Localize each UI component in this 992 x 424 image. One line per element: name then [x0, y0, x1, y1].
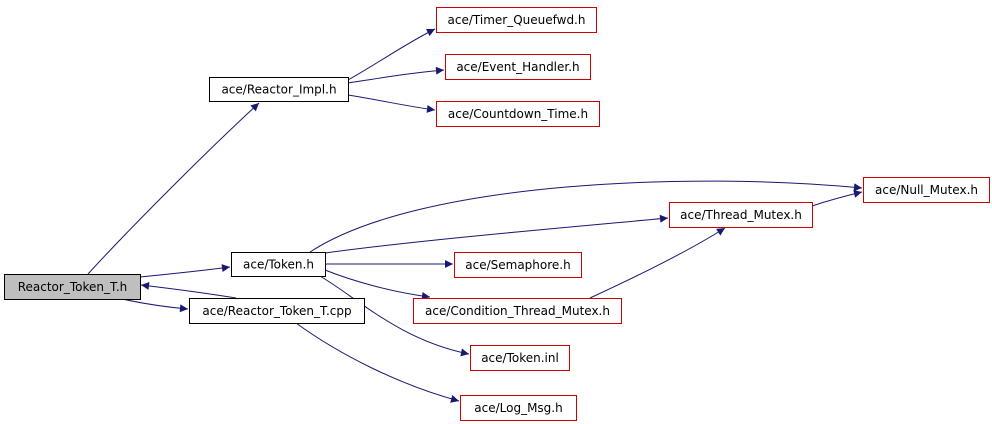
node-label-token_inl: ace/Token.inl — [481, 351, 559, 365]
edge-reactor_token_t_h-to-token_h — [139, 264, 231, 278]
edge-token_h-to-token_inl — [319, 275, 470, 357]
edge-reactor_impl_h-to-countdown_time_h — [347, 94, 436, 113]
node-label-event_handler_h: ace/Event_Handler.h — [456, 60, 579, 74]
node-token_inl[interactable]: ace/Token.inl — [470, 345, 570, 371]
node-box-semaphore_h — [454, 252, 582, 278]
edge-reactor_token_t_h-to-reactor_token_t_cpp — [121, 298, 189, 313]
node-condition_thread_mutex_h[interactable]: ace/Condition_Thread_Mutex.h — [413, 298, 622, 324]
node-label-reactor_token_t_cpp: ace/Reactor_Token_T.cpp — [202, 304, 351, 318]
edge-reactor_token_t_cpp-to-log_msg_h — [295, 322, 460, 403]
node-label-reactor_token_t_h: Reactor_Token_T.h — [18, 280, 128, 294]
node-token_h[interactable]: ace/Token.h — [231, 252, 326, 277]
node-label-null_mutex_h: ace/Null_Mutex.h — [875, 183, 978, 197]
edge-token_h-to-condition_thread_mutex_h — [324, 269, 431, 300]
node-reactor_token_t_cpp[interactable]: ace/Reactor_Token_T.cpp — [189, 298, 365, 324]
node-label-countdown_time_h: ace/Countdown_Time.h — [448, 107, 588, 121]
edges-layer — [87, 28, 863, 403]
edge-token_h-to-null_mutex_h — [309, 180, 863, 253]
node-thread_mutex_h[interactable]: ace/Thread_Mutex.h — [669, 202, 813, 228]
node-box-timer_queuefwd_h — [436, 7, 597, 33]
edge-reactor_token_t_h-to-reactor_impl_h — [87, 102, 260, 275]
edge-condition_thread_mutex_h-to-thread_mutex_h — [589, 227, 726, 299]
node-label-reactor_impl_h: ace/Reactor_Impl.h — [221, 83, 336, 97]
node-box-null_mutex_h — [863, 177, 990, 203]
node-event_handler_h[interactable]: ace/Event_Handler.h — [445, 54, 591, 80]
node-box-thread_mutex_h — [669, 202, 813, 228]
node-reactor_token_t_h: Reactor_Token_T.h — [4, 274, 141, 300]
edge-reactor_impl_h-to-event_handler_h — [347, 66, 445, 84]
node-label-timer_queuefwd_h: ace/Timer_Queuefwd.h — [448, 13, 586, 27]
node-box-countdown_time_h — [436, 101, 600, 127]
node-label-semaphore_h: ace/Semaphore.h — [465, 258, 570, 272]
node-semaphore_h[interactable]: ace/Semaphore.h — [454, 252, 582, 278]
node-box-token_inl — [470, 345, 570, 371]
node-log_msg_h[interactable]: ace/Log_Msg.h — [460, 395, 577, 421]
nodes-layer: Reactor_Token_T.h ace/Reactor_Impl.h ace/T… — [4, 7, 990, 421]
edge-token_h-to-thread_mutex_h — [324, 214, 669, 254]
node-box-token_h — [231, 252, 326, 277]
edge-thread_mutex_h-to-null_mutex_h — [811, 189, 863, 207]
node-box-event_handler_h — [445, 54, 591, 80]
edge-reactor_impl_h-to-timer_queuefwd_h — [347, 28, 436, 81]
node-box-condition_thread_mutex_h — [413, 298, 622, 324]
node-label-condition_thread_mutex_h: ace/Condition_Thread_Mutex.h — [425, 304, 610, 318]
edge-reactor_token_t_cpp-to-reactor_token_t_h — [140, 281, 237, 299]
node-box-reactor_impl_h — [209, 77, 349, 102]
node-box-log_msg_h — [460, 395, 577, 421]
node-countdown_time_h[interactable]: ace/Countdown_Time.h — [436, 101, 600, 127]
node-box-reactor_token_t_h — [4, 274, 141, 300]
node-box-reactor_token_t_cpp — [189, 298, 365, 324]
node-label-log_msg_h: ace/Log_Msg.h — [474, 401, 562, 415]
node-null_mutex_h[interactable]: ace/Null_Mutex.h — [863, 177, 990, 203]
node-label-token_h: ace/Token.h — [243, 258, 314, 272]
node-timer_queuefwd_h[interactable]: ace/Timer_Queuefwd.h — [436, 7, 597, 33]
node-label-thread_mutex_h: ace/Thread_Mutex.h — [680, 208, 802, 222]
node-reactor_impl_h[interactable]: ace/Reactor_Impl.h — [209, 77, 349, 102]
